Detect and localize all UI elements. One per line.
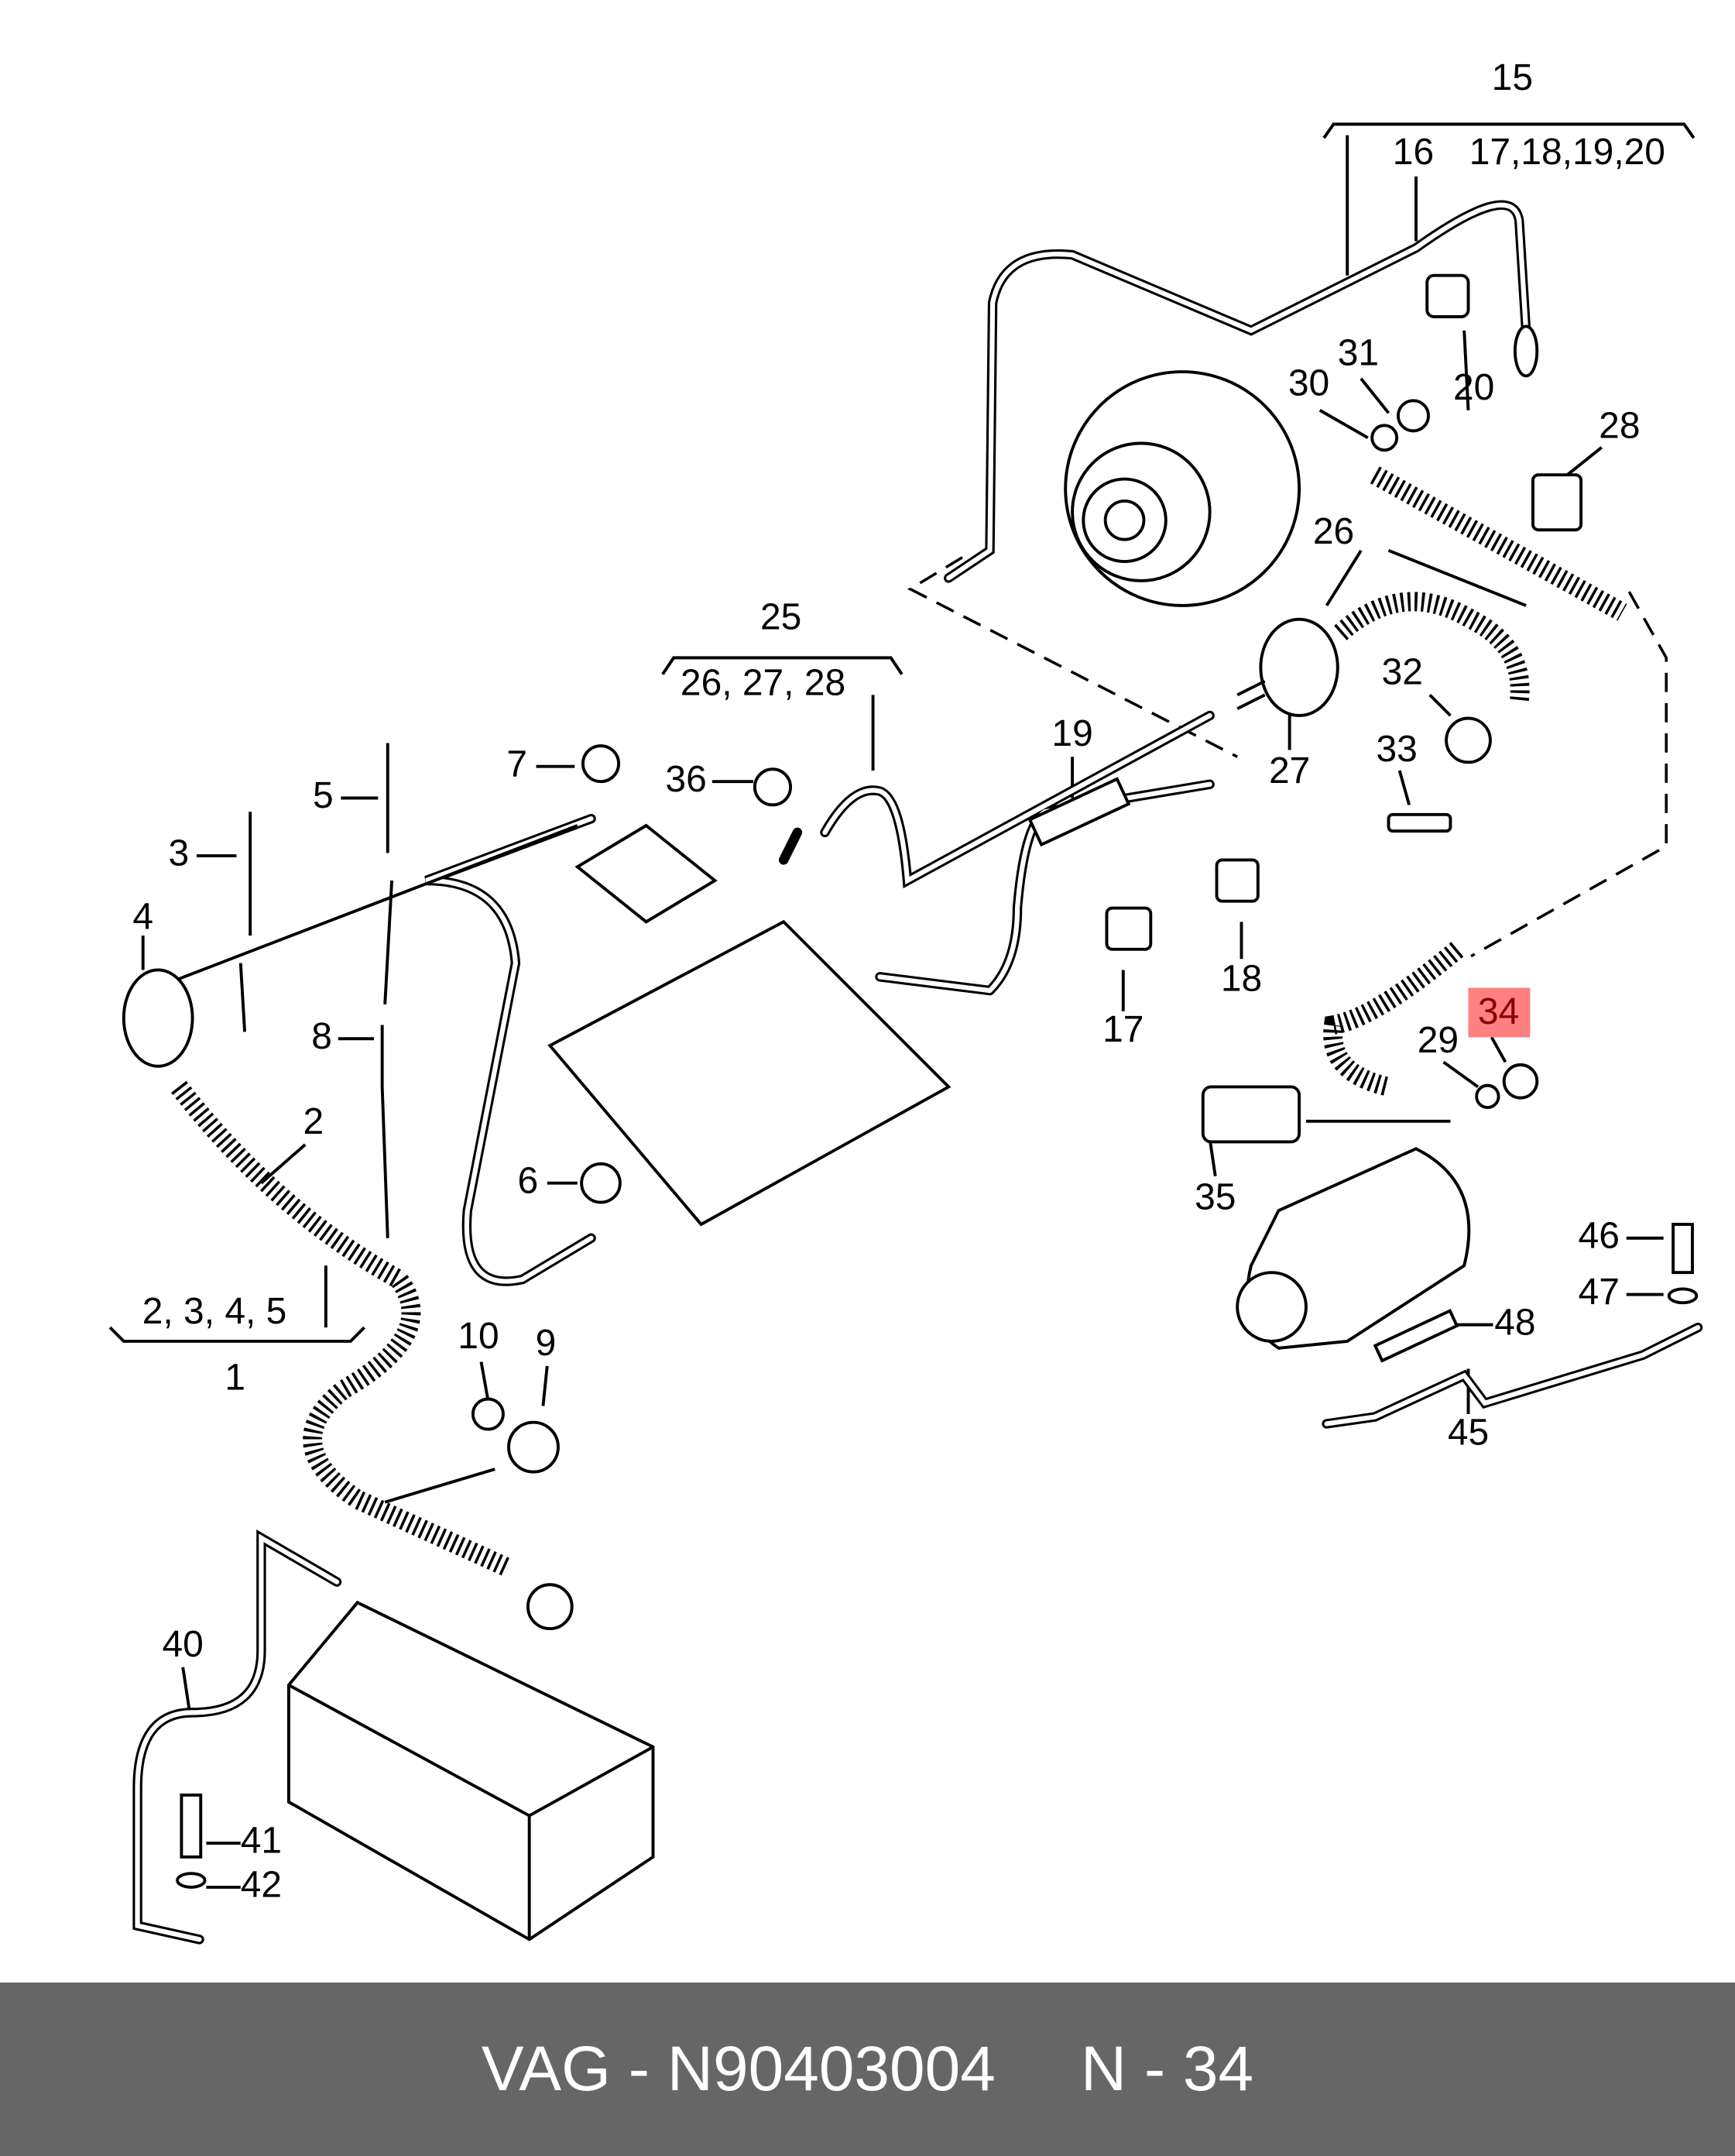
washer-42	[176, 1872, 207, 1889]
callout-5[interactable]: 5	[313, 775, 334, 816]
bracket-1	[108, 1326, 365, 1343]
callout-17[interactable]: 17	[1102, 1009, 1144, 1050]
bolt-33	[1387, 812, 1452, 833]
cable-tie-8	[380, 1025, 389, 1238]
callout-27[interactable]: 27	[1269, 750, 1310, 791]
callout-33[interactable]: 33	[1377, 729, 1418, 770]
dashed-connection-line	[907, 556, 1668, 958]
callout-34-highlighted[interactable]: 34	[1478, 991, 1519, 1032]
callout-3[interactable]: 3	[169, 833, 190, 874]
callout-16[interactable]: 16	[1393, 132, 1434, 173]
part-number: VAG - N90403004	[481, 2034, 996, 2104]
nut-34	[1502, 1063, 1539, 1100]
cable-rod-4	[129, 824, 578, 999]
nut-31	[1396, 399, 1430, 433]
terminal-clamp	[526, 1583, 574, 1631]
grommet-27	[1259, 617, 1339, 717]
callout-36[interactable]: 36	[665, 759, 706, 800]
clip-28	[1531, 473, 1583, 532]
diagram-position: N - 34	[1080, 2034, 1254, 2104]
callout-26[interactable]: 26	[1313, 511, 1354, 552]
clip-16	[1425, 273, 1470, 318]
callout-31[interactable]: 31	[1338, 332, 1379, 373]
starter-motor	[1236, 1147, 1471, 1350]
bolt-41	[180, 1793, 203, 1859]
nut-36	[753, 767, 793, 807]
nut-10	[471, 1397, 505, 1431]
grommet-4	[122, 968, 194, 1068]
callout-26-27-28[interactable]: 26, 27, 28	[681, 663, 845, 704]
nut-7	[581, 744, 621, 784]
callout-1[interactable]: 1	[225, 1357, 245, 1398]
exploded-parts-diagram: 15 16 17,18,19,20 30 31 20 28 26 25 26, …	[108, 57, 1703, 1945]
bracket-25	[661, 656, 904, 675]
starter-cable	[1323, 942, 1464, 1097]
callout-10[interactable]: 10	[458, 1316, 499, 1357]
washer-47	[1667, 1287, 1699, 1305]
clamp-9	[507, 1420, 560, 1474]
callout-20[interactable]: 20	[1453, 367, 1494, 408]
callout-8[interactable]: 8	[311, 1016, 332, 1057]
callout-4[interactable]: 4	[132, 896, 153, 937]
clamp-32	[1445, 716, 1492, 764]
callout-2[interactable]: 2	[303, 1101, 324, 1142]
callout-41[interactable]: 41	[241, 1821, 282, 1862]
bolt-46	[1672, 1223, 1694, 1275]
nut-6	[580, 1162, 622, 1204]
clip-17	[1105, 906, 1153, 951]
leader-lines	[141, 135, 1664, 1889]
callout-48[interactable]: 48	[1494, 1302, 1535, 1343]
callout-40[interactable]: 40	[163, 1624, 204, 1665]
clip-18	[1215, 858, 1260, 903]
callout-15[interactable]: 15	[1492, 57, 1533, 98]
callout-29[interactable]: 29	[1418, 1020, 1459, 1061]
callout-45[interactable]: 45	[1448, 1412, 1489, 1453]
callout-30[interactable]: 30	[1288, 362, 1329, 403]
alternator	[1064, 370, 1301, 607]
cable-lug-20	[1513, 324, 1539, 378]
callout-35[interactable]: 35	[1195, 1177, 1236, 1218]
cable-2-corrugated	[171, 1080, 513, 1578]
callout-7[interactable]: 7	[506, 743, 527, 784]
washer-30	[1370, 424, 1399, 452]
washer-29	[1475, 1083, 1500, 1110]
callout-32[interactable]: 32	[1382, 651, 1423, 692]
bracket-15	[1322, 122, 1696, 139]
cable-26-corrugated	[1334, 466, 1627, 703]
callout-19[interactable]: 19	[1051, 713, 1092, 754]
callout-46[interactable]: 46	[1579, 1215, 1620, 1256]
cover-19	[1027, 777, 1131, 847]
highlight-box	[1468, 987, 1531, 1038]
callout-28[interactable]: 28	[1599, 405, 1640, 446]
callout-6[interactable]: 6	[518, 1160, 539, 1201]
callout-17-20[interactable]: 17,18,19,20	[1469, 132, 1665, 173]
callout-18[interactable]: 18	[1221, 958, 1262, 999]
callout-2-3-4-5[interactable]: 2, 3, 4, 5	[142, 1291, 287, 1332]
cable-tie-3	[238, 812, 252, 1032]
part-number-footer: VAG - N90403004 N - 34	[0, 1983, 1735, 2156]
callout-25[interactable]: 25	[760, 596, 801, 637]
callout-9[interactable]: 9	[536, 1323, 557, 1364]
fuse-box	[547, 823, 952, 1227]
cable-tie-5	[383, 743, 394, 1004]
bolt-48	[1373, 1309, 1459, 1363]
cover-35	[1201, 1085, 1301, 1144]
callout-47[interactable]: 47	[1579, 1272, 1620, 1313]
callout-42[interactable]: 42	[241, 1865, 282, 1906]
battery	[286, 1600, 655, 1941]
